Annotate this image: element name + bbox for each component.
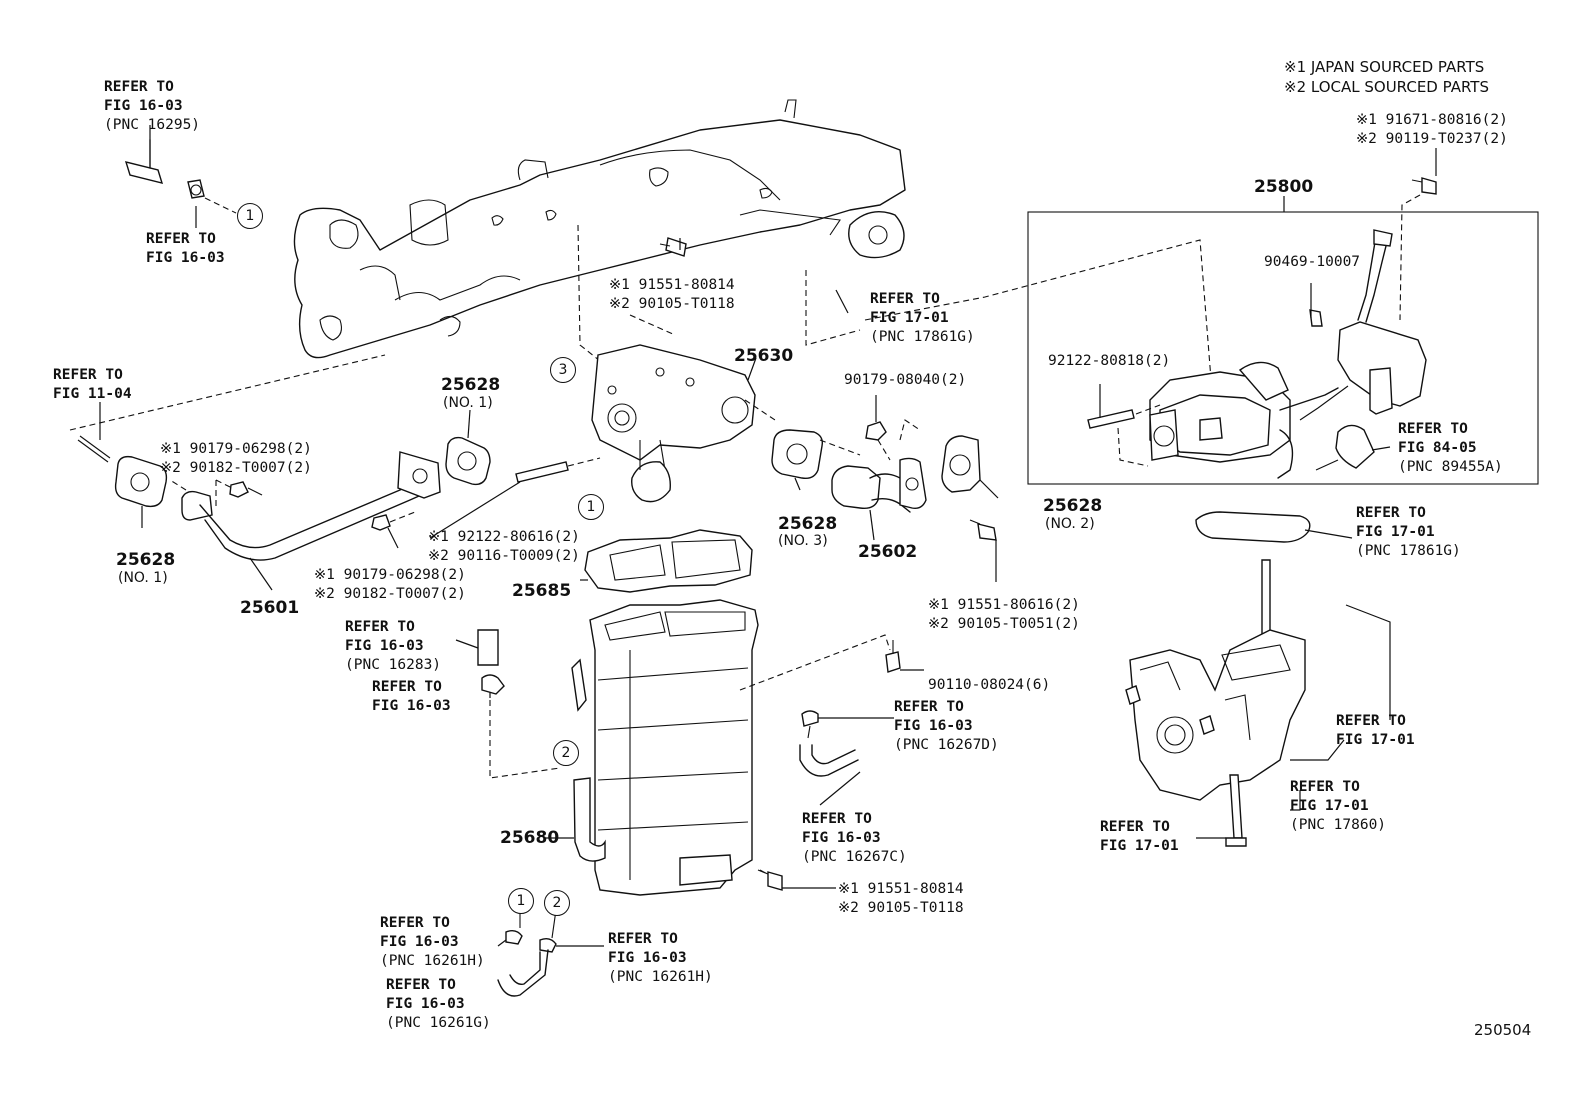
callout-nut-left-upper-1[interactable]: ※1 90179-06298(2)	[160, 441, 312, 457]
part-25628-mid-sub: (NO. 1)	[443, 395, 493, 411]
long-bolt-right	[1225, 774, 1247, 847]
callout-nut-left-lower-2[interactable]: ※2 90182-T0007(2)	[314, 586, 466, 602]
stud-left	[77, 435, 111, 463]
part-25628-no3[interactable]: 25628	[778, 514, 838, 534]
egr-valve-assembly-25800	[1149, 229, 1427, 479]
hose-16283	[477, 629, 505, 695]
hose-16261g	[497, 949, 549, 997]
gasket-25685	[584, 529, 753, 593]
callout-nut-left-upper-2[interactable]: ※2 90182-T0007(2)	[160, 460, 312, 476]
bolt-91551-80814-bottom	[757, 869, 783, 891]
part-25685[interactable]: 25685	[512, 581, 572, 601]
callout-bolt-top-right-1[interactable]: ※1 91671-80816(2)	[1356, 112, 1508, 128]
part-25628-left-sub: (NO. 1)	[118, 570, 168, 586]
part-25628-no2[interactable]: 25628	[1043, 496, 1103, 516]
part-25680[interactable]: 25680	[500, 828, 560, 848]
callout-nut-left-lower-1[interactable]: ※1 90179-06298(2)	[314, 567, 466, 583]
connection-marker-3-egr: 3	[550, 357, 576, 383]
figure-id: 250504	[1474, 1021, 1532, 1039]
callout-91551-80814-bottom-1[interactable]: ※1 91551-80814	[838, 881, 964, 897]
callout-92122-80616-1[interactable]: ※1 92122-80616(2)	[428, 529, 580, 545]
hose-16267	[799, 710, 859, 777]
callout-92122-80616-2[interactable]: ※2 90116-T0009(2)	[428, 548, 580, 564]
nut-90179-08040	[865, 421, 887, 441]
callout-91551-80814-top-2[interactable]: ※2 90105-T0118	[609, 296, 735, 312]
nut-upper	[229, 481, 249, 498]
bolt-top-right	[1411, 177, 1437, 195]
note-local-sourced: ※2 LOCAL SOURCED PARTS	[1284, 78, 1489, 96]
part-25630[interactable]: 25630	[734, 346, 794, 366]
connection-marker-3-upper: 1	[237, 203, 263, 229]
gasket-25628-no3	[771, 429, 824, 480]
egr-pipe-25602	[831, 457, 927, 513]
callout-91551-80616-2[interactable]: ※2 90105-T0051(2)	[928, 616, 1080, 632]
part-25628-left[interactable]: 25628	[116, 550, 176, 570]
bolt-90110-08024	[885, 640, 901, 673]
gasket-25628-no2	[941, 435, 981, 493]
callout-90179-08040[interactable]: 90179-08040(2)	[844, 372, 967, 388]
callout-90110-08024[interactable]: 90110-08024(6)	[928, 677, 1051, 693]
bolt-upper-left	[187, 179, 205, 199]
callout-bolt-top-right-2[interactable]: ※2 90119-T0237(2)	[1356, 131, 1508, 147]
connection-marker-1-bottom: 1	[508, 888, 534, 914]
assembly-25800-box	[1027, 211, 1539, 485]
callout-91551-80814-top-1[interactable]: ※1 91551-80814	[609, 277, 735, 293]
stud-92122-80616	[515, 461, 569, 483]
bolt-91551-80814-top	[659, 237, 687, 257]
egr-valve-25630	[591, 344, 756, 503]
callout-92122-80818[interactable]: 92122-80818(2)	[1048, 353, 1171, 369]
intake-manifold-outline	[293, 99, 906, 359]
callout-91551-80814-bottom-2[interactable]: ※2 90105-T0118	[838, 900, 964, 916]
part-25628-mid[interactable]: 25628	[441, 375, 501, 395]
clamp-16261h-right	[539, 937, 557, 953]
clamp-16261h-left	[505, 929, 523, 945]
gasket-17861g	[1195, 511, 1311, 543]
exhaust-pipe-25601	[181, 451, 441, 561]
callout-90469-10007[interactable]: 90469-10007	[1264, 254, 1361, 270]
bolt-91551-80616	[969, 519, 997, 541]
part-25601[interactable]: 25601	[240, 598, 300, 618]
note-japan-sourced: ※1 JAPAN SOURCED PARTS	[1284, 58, 1485, 76]
nut-lower	[371, 514, 391, 531]
egr-cooler-25680	[571, 599, 759, 896]
part-25800[interactable]: 25800	[1254, 177, 1314, 197]
intake-chamber-17860	[1125, 629, 1306, 801]
connection-marker-1-egr: 1	[578, 494, 604, 520]
connection-marker-2-bottom: 2	[544, 890, 570, 916]
connection-marker-2-cooler: 2	[553, 740, 579, 766]
stud-right	[1261, 559, 1271, 641]
stud-92122-80818	[1087, 409, 1135, 429]
gasket-25628-left	[114, 455, 168, 508]
part-25628-no3-sub: (NO. 3)	[778, 533, 828, 549]
part-25628-no2-sub: (NO. 2)	[1045, 516, 1095, 532]
hose-16295	[124, 139, 164, 184]
callout-91551-80616-1[interactable]: ※1 91551-80616(2)	[928, 597, 1080, 613]
leader-lines	[99, 125, 1437, 947]
part-25602[interactable]: 25602	[858, 542, 918, 562]
gasket-25628-mid	[445, 436, 491, 486]
